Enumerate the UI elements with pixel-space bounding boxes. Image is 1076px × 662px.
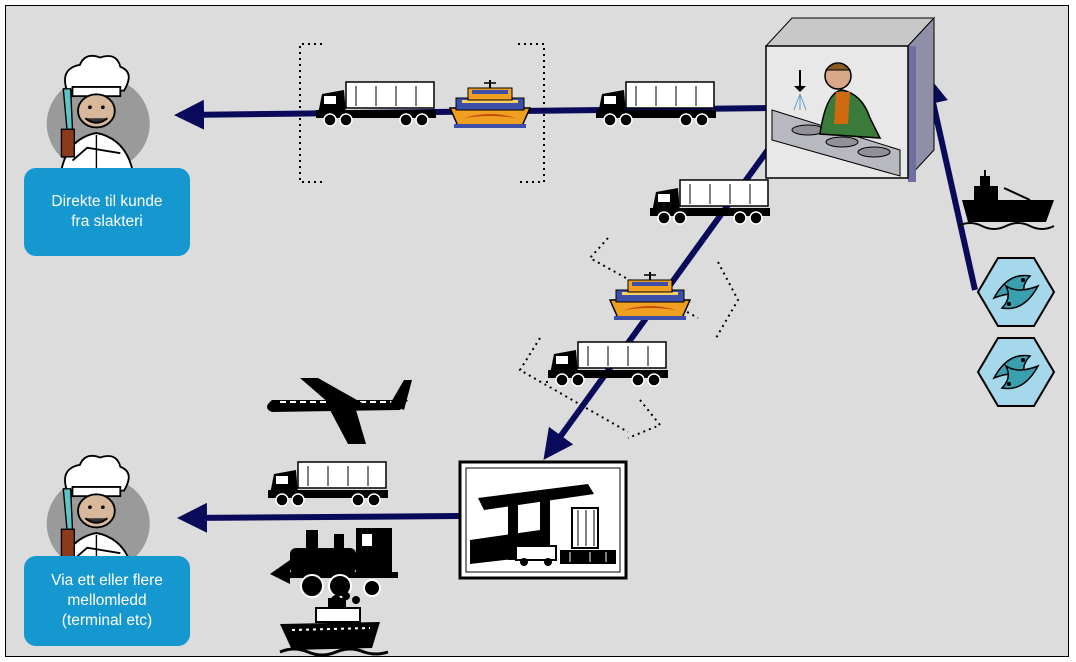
ship-icon xyxy=(279,592,389,657)
container-terminal-icon xyxy=(458,460,628,580)
arrow-via-intermediaries xyxy=(177,502,461,533)
fish-icon xyxy=(977,257,1055,327)
truck-icon xyxy=(649,179,771,225)
ferry-icon xyxy=(449,79,531,129)
dotted-bracket-right xyxy=(518,43,545,183)
label-direct-to-customer: Direkte til kunde fra slakteri xyxy=(24,168,190,256)
truck-icon xyxy=(547,341,669,387)
truck-icon xyxy=(595,81,717,127)
arrow-raw-fish-to-slaughterhouse xyxy=(918,74,978,291)
truck-icon xyxy=(267,461,389,507)
fishing-boat-icon xyxy=(957,170,1055,230)
fish-icon xyxy=(977,337,1055,407)
dotted-bracket-left xyxy=(299,43,322,183)
label-via-intermediaries: Via ett eller flere mellomledd (terminal… xyxy=(24,556,190,646)
train-icon xyxy=(270,528,398,598)
truck-icon xyxy=(315,81,437,127)
airplane-icon xyxy=(267,378,412,444)
ferry-icon xyxy=(609,271,691,321)
slaughterhouse-worker-icon xyxy=(764,16,936,182)
